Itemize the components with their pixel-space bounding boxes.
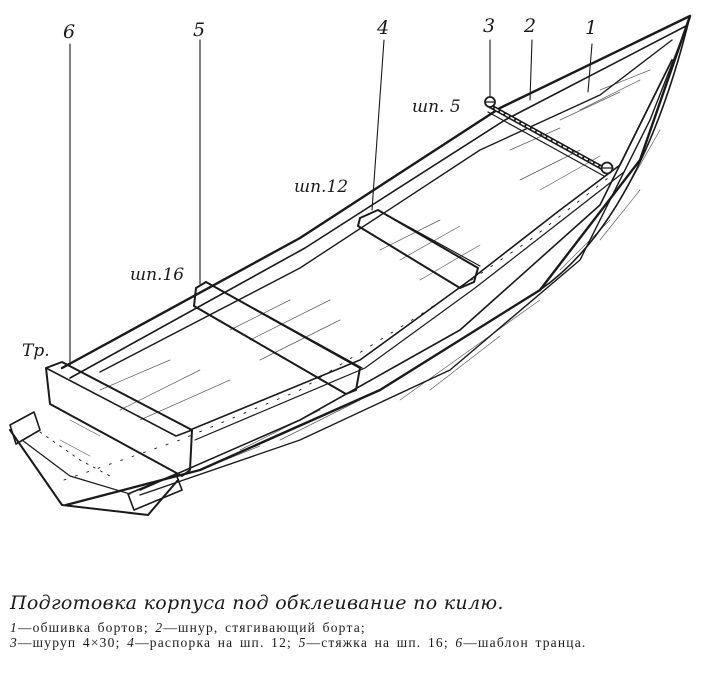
transom-template-top bbox=[45, 367, 193, 437]
sheer-line-near bbox=[64, 14, 692, 507]
leader-2 bbox=[529, 39, 533, 101]
spreader-frame-12 bbox=[357, 209, 479, 289]
legend-text-5: стяжка на шп. 16; bbox=[321, 635, 449, 650]
leader-4 bbox=[371, 39, 385, 211]
gunwale-near-2 bbox=[194, 171, 625, 441]
part-number-1: 1 bbox=[585, 17, 597, 39]
sheer-line-near-inner bbox=[139, 59, 673, 491]
label-frame-5: шп. 5 bbox=[412, 97, 461, 117]
legend-line-1: 1—обшивка бортов; 2—шнур, стягивающий бо… bbox=[10, 620, 366, 635]
hull-drawing: 1 2 3 4 5 6 шп. 5 шп.12 шп.16 Тр. bbox=[9, 14, 692, 516]
stern-right-block bbox=[127, 473, 183, 511]
legend-text-2: шнур, стягивающий борта; bbox=[178, 620, 366, 635]
boat-hull-diagram: 1 2 3 4 5 6 шп. 5 шп.12 шп.16 Тр. bbox=[9, 14, 692, 516]
stern-left-block bbox=[9, 411, 41, 445]
part-number-4: 4 bbox=[376, 17, 389, 39]
label-frame-16: шп.16 bbox=[130, 265, 184, 285]
gunwale-far bbox=[99, 39, 673, 373]
legend-text-6: шаблон транца. bbox=[478, 635, 587, 650]
label-frame-12: шп.12 bbox=[294, 177, 348, 197]
spreader-frame-12-top bbox=[377, 209, 481, 267]
stern-floor-edge bbox=[21, 439, 131, 495]
legend-text-3: шуруп 4×30; bbox=[32, 635, 121, 650]
part-number-6: 6 bbox=[63, 21, 75, 43]
transom-template bbox=[45, 361, 193, 477]
strap-frame-16 bbox=[193, 281, 361, 395]
cord-frame-5-strands bbox=[489, 105, 607, 171]
caption-legend: 1—обшивка бортов; 2—шнур, стягивающий бо… bbox=[10, 620, 690, 650]
gunwale-near bbox=[189, 59, 673, 431]
part-number-5: 5 bbox=[193, 19, 205, 41]
planking-hatching bbox=[59, 69, 661, 471]
caption-title: Подготовка корпуса под обклеивание по ки… bbox=[10, 592, 504, 614]
cord-frame-5-lower bbox=[487, 111, 605, 177]
legend-line-2: 3—шуруп 4×30; 4—распорка на шп. 12; 5—ст… bbox=[10, 635, 587, 650]
legend-num-1: 1 bbox=[10, 620, 18, 635]
sheer-line-far bbox=[60, 14, 692, 370]
strap-frame-16-top bbox=[205, 281, 363, 369]
figure-caption: Подготовка корпуса под обклеивание по ки… bbox=[10, 592, 690, 650]
legend-text-4: распорка на шп. 12; bbox=[149, 635, 292, 650]
part-number-3: 3 bbox=[483, 15, 495, 37]
legend-num-6: 6 bbox=[455, 635, 464, 650]
part-number-2: 2 bbox=[523, 15, 536, 37]
sheer-line-far-inner bbox=[69, 25, 687, 379]
strap-frame-16-front bbox=[193, 305, 347, 395]
label-transom: Тр. bbox=[22, 341, 50, 361]
keel-seam-2 bbox=[39, 431, 111, 477]
leader-1 bbox=[587, 43, 593, 93]
keel-seam bbox=[63, 177, 609, 481]
legend-num-4: 4 bbox=[127, 635, 136, 650]
chine-near bbox=[139, 17, 691, 496]
legend-num-3: 3 bbox=[10, 635, 18, 650]
legend-text-1: обшивка бортов; bbox=[32, 620, 149, 635]
legend-num-5: 5 bbox=[298, 635, 307, 650]
legend-num-2: 2 bbox=[155, 620, 164, 635]
